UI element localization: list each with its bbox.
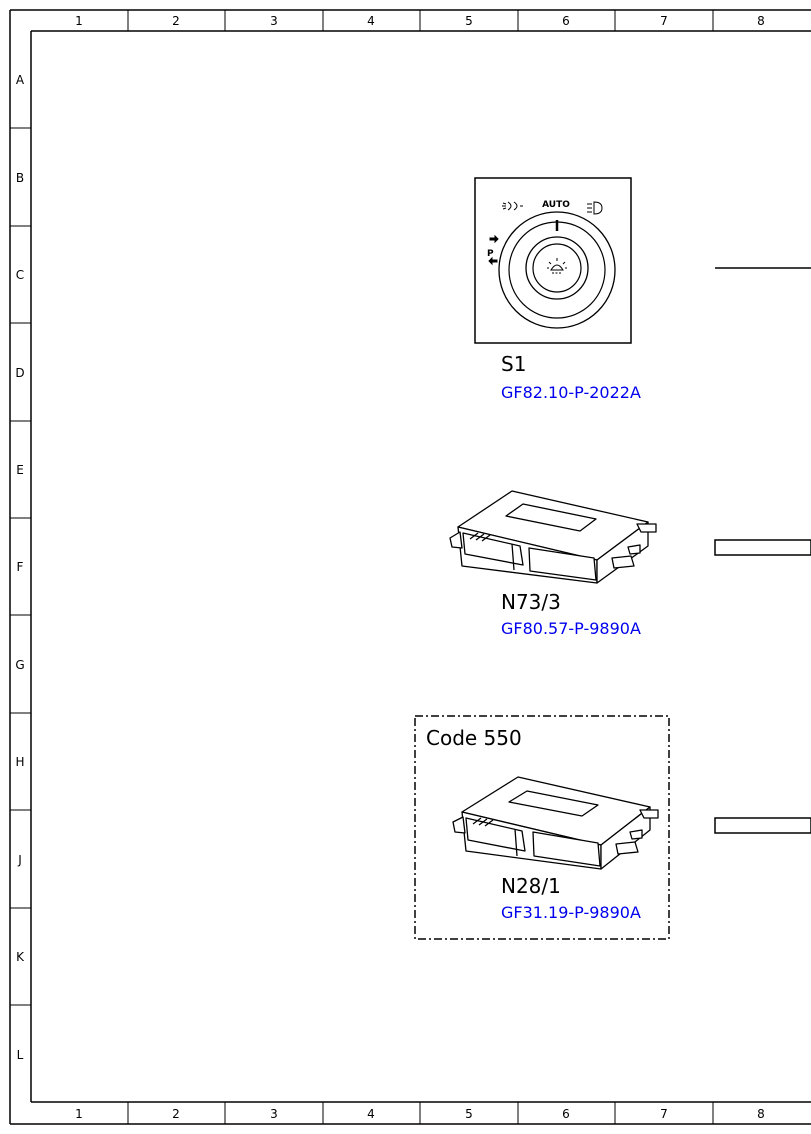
grid-column-label: 5 — [465, 1107, 473, 1121]
switch-parking-marking: P — [487, 249, 494, 259]
connector-stub-n28-1 — [714, 817, 811, 834]
side-light-icon — [502, 201, 523, 211]
grid-column-label: 4 — [367, 14, 375, 28]
grid-column-label: 8 — [757, 14, 765, 28]
sheet-frame — [9, 9, 811, 1125]
grid-column-label: 1 — [75, 1107, 83, 1121]
grid-column-label: 2 — [172, 1107, 180, 1121]
component-label-n73-3: N73/3 — [501, 590, 561, 614]
control-unit-n28-1[interactable] — [452, 776, 659, 870]
component-reference-link-n28-1[interactable]: GF31.19-P-9890A — [501, 903, 641, 922]
component-reference-link-s1[interactable]: GF82.10-P-2022A — [501, 383, 641, 402]
grid-column-label: 1 — [75, 14, 83, 28]
grid-row-label: K — [16, 950, 25, 964]
grid-row-label: E — [16, 463, 24, 477]
optional-equipment-box — [414, 715, 670, 940]
headlamp-icon — [587, 201, 603, 215]
switch-housing — [474, 177, 632, 344]
grid-column-label: 4 — [367, 1107, 375, 1121]
instrument-lighting-icon — [547, 258, 567, 274]
grid-column-label: 6 — [562, 1107, 570, 1121]
switch-knob — [525, 236, 589, 300]
grid-row-label: G — [15, 658, 24, 672]
grid-column-label: 8 — [757, 1107, 765, 1121]
grid-row-label: L — [17, 1048, 24, 1062]
grid-row-label: D — [15, 366, 24, 380]
grid-row-label: A — [16, 73, 25, 87]
grid-separators — [10, 10, 714, 1124]
grid-row-label: B — [16, 171, 24, 185]
grid-column-label: 2 — [172, 14, 180, 28]
grid-row-labels: A B C D E F G H J K L — [15, 73, 25, 1062]
grid-column-label: 6 — [562, 14, 570, 28]
component-label-s1: S1 — [501, 352, 526, 376]
grid-column-label: 7 — [660, 1107, 668, 1121]
connector-stub-n73-3 — [714, 539, 811, 556]
light-switch-s1[interactable]: AUTO P — [474, 177, 632, 344]
parking-arrow-icon — [488, 234, 499, 266]
grid-row-label: J — [17, 853, 22, 867]
grid-column-labels-top: 1 2 3 4 5 6 7 8 — [75, 14, 765, 28]
grid-row-label: H — [15, 755, 24, 769]
grid-row-label: F — [17, 560, 24, 574]
grid-column-label: 7 — [660, 14, 668, 28]
grid-column-label: 5 — [465, 14, 473, 28]
grid-column-label: 3 — [270, 1107, 278, 1121]
component-reference-link-n73-3[interactable]: GF80.57-P-9890A — [501, 619, 641, 638]
code-label: Code 550 — [426, 726, 522, 750]
grid-column-labels-bottom: 1 2 3 4 5 6 7 8 — [75, 1107, 765, 1121]
grid-row-label: C — [16, 268, 24, 282]
control-unit-n73-3[interactable] — [449, 490, 657, 584]
switch-auto-marking: AUTO — [542, 200, 570, 210]
grid-column-label: 3 — [270, 14, 278, 28]
component-label-n28-1: N28/1 — [501, 874, 561, 898]
